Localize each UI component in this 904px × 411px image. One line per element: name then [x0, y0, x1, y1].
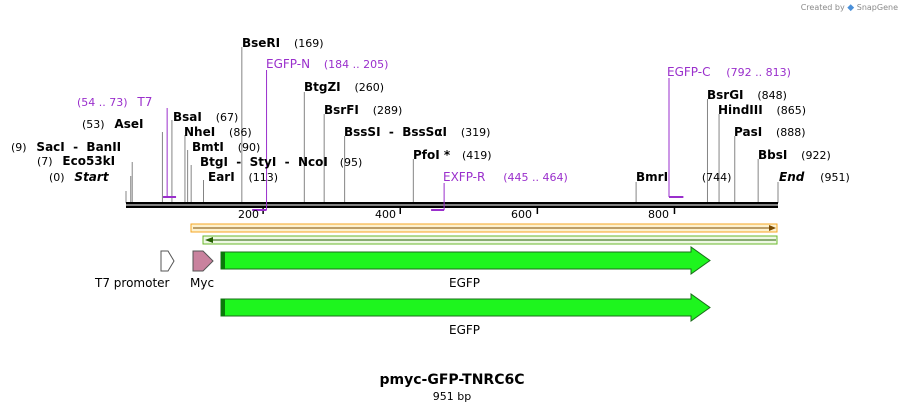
- primer-range: (792 .. 813): [726, 66, 791, 79]
- primer-label: EXFP-R: [443, 170, 486, 184]
- site-nhei[interactable]: NheI (86): [184, 125, 252, 140]
- site-pasi[interactable]: PasI (888): [734, 125, 806, 140]
- primer-range: (54 .. 73): [77, 96, 128, 109]
- primer-range: (184 .. 205): [323, 58, 389, 71]
- site-position: (67): [215, 111, 239, 124]
- snapgene-logo-icon: ◆: [847, 3, 855, 13]
- site-position: (865): [776, 104, 807, 117]
- feature-label-myc: Myc: [190, 276, 215, 290]
- primer-label: EGFP-N: [266, 57, 311, 71]
- site-position: (289): [372, 104, 403, 117]
- site-bsssi[interactable]: BssSI - BssSαI (319): [344, 125, 490, 140]
- primer-exfp-r[interactable]: EXFP-R (445 .. 464): [443, 170, 568, 185]
- site-label: BtgZI: [304, 80, 341, 94]
- ruler-tick-400: 400: [375, 208, 396, 221]
- site-label: BsrFI: [324, 103, 359, 117]
- feature-egfp-arrow: [220, 246, 711, 275]
- site-bsrgi[interactable]: BsrGI (848): [707, 88, 787, 103]
- site-bmri[interactable]: BmrI (744): [636, 170, 731, 185]
- site-label: BsaI: [173, 110, 202, 124]
- site-hindiii[interactable]: HindIII (865): [718, 103, 806, 118]
- site-label: BsrGI: [707, 88, 744, 102]
- site-label: SacI - BanII: [36, 140, 122, 154]
- site-position: (90): [237, 141, 261, 154]
- site-position: (419): [462, 149, 492, 162]
- feature-egfp-start-hatch: [221, 252, 225, 269]
- site-bsai[interactable]: BsaI (67): [173, 110, 238, 125]
- site-label: HindIII: [718, 103, 763, 117]
- site-label: BmtI: [192, 140, 224, 154]
- primer-range: (445 .. 464): [503, 171, 568, 184]
- site-label: BmrI: [636, 170, 669, 184]
- feature-t7-promoter-arrow: [160, 250, 175, 272]
- orf-forward-arrowhead: [769, 225, 776, 231]
- site-asei[interactable]: (53) AseI: [82, 117, 143, 132]
- backbone-top: [126, 202, 778, 205]
- backbone-bottom: [126, 205, 778, 208]
- site-position: (9): [11, 141, 27, 154]
- site-eari[interactable]: EarI (113): [208, 170, 278, 185]
- site-bseri[interactable]: BseRI (169): [242, 36, 324, 51]
- primer-egfp-n[interactable]: EGFP-N (184 .. 205): [266, 57, 388, 72]
- site-position: (951): [820, 171, 850, 184]
- site-pfoi[interactable]: PfoI * (419): [413, 148, 492, 163]
- feature-label-t7-promoter: T7 promoter: [95, 276, 170, 290]
- site-label: BbsI: [758, 148, 788, 162]
- site-label: NheI: [184, 125, 216, 139]
- primer-label: EGFP-C: [667, 65, 711, 79]
- site-bbsi[interactable]: BbsI (922): [758, 148, 831, 163]
- credit: Created by ◆ SnapGene: [801, 3, 898, 13]
- site-position: (7): [37, 155, 53, 168]
- site-position: (0): [49, 171, 65, 184]
- site-bmti[interactable]: BmtI (90): [192, 140, 260, 155]
- feature-egfp-arrow: [220, 293, 711, 322]
- site-position: (53): [82, 118, 105, 131]
- credit-prefix: Created by: [800, 3, 845, 12]
- primer-label: T7: [137, 95, 153, 109]
- primer-egfp-c[interactable]: EGFP-C (792 .. 813): [667, 65, 791, 80]
- site-position: (260): [354, 81, 385, 94]
- primer-t7[interactable]: (54 .. 73) T7: [77, 95, 152, 110]
- ruler-tick-200: 200: [238, 208, 259, 221]
- plasmid-length: 951 bp: [432, 390, 472, 403]
- site-label: Eco53kI: [62, 154, 116, 168]
- site-end[interactable]: End (951): [779, 170, 850, 185]
- site-position: (113): [248, 171, 279, 184]
- site-label: PfoI *: [413, 148, 451, 162]
- orf-reverse-arrowhead: [205, 237, 213, 243]
- site-label: Start: [74, 170, 109, 184]
- site-eco53ki[interactable]: (7) Eco53kI: [37, 154, 115, 169]
- site-position: (888): [776, 126, 806, 139]
- site-label: PasI: [734, 125, 763, 139]
- site-position: (744): [701, 171, 732, 184]
- site-label: End: [779, 170, 805, 184]
- site-position: (848): [757, 89, 787, 102]
- ruler-tick-800: 800: [648, 208, 669, 221]
- site-position: (169): [293, 37, 324, 50]
- site-label: BseRI: [242, 36, 281, 50]
- ruler-tick-600: 600: [511, 208, 532, 221]
- feature-myc-arrow: [192, 250, 214, 272]
- site-position: (95): [339, 156, 363, 169]
- feature-label-egfp-1: EGFP: [449, 276, 481, 290]
- site-position: (319): [460, 126, 491, 139]
- site-position: (922): [801, 149, 831, 162]
- site-position: (86): [229, 126, 252, 139]
- site-bsrfi[interactable]: BsrFI (289): [324, 103, 402, 118]
- site-start[interactable]: (0) Start: [49, 170, 109, 185]
- site-label: BtgI - StyI - NcoI: [200, 155, 328, 169]
- site-btgzi[interactable]: BtgZI (260): [304, 80, 384, 95]
- feature-egfp-start-hatch: [221, 299, 225, 316]
- site-saci-banii[interactable]: (9) SacI - BanII: [11, 140, 121, 155]
- site-label: EarI: [208, 170, 235, 184]
- plasmid-name: pmyc-GFP-TNRC6C: [379, 372, 525, 388]
- site-label: AseI: [114, 117, 144, 131]
- site-btgi-styi-ncoi[interactable]: BtgI - StyI - NcoI (95): [200, 155, 362, 170]
- credit-brand: SnapGene: [856, 3, 898, 12]
- feature-label-egfp-2: EGFP: [449, 323, 481, 337]
- site-label: BssSI - BssSαI: [344, 125, 448, 139]
